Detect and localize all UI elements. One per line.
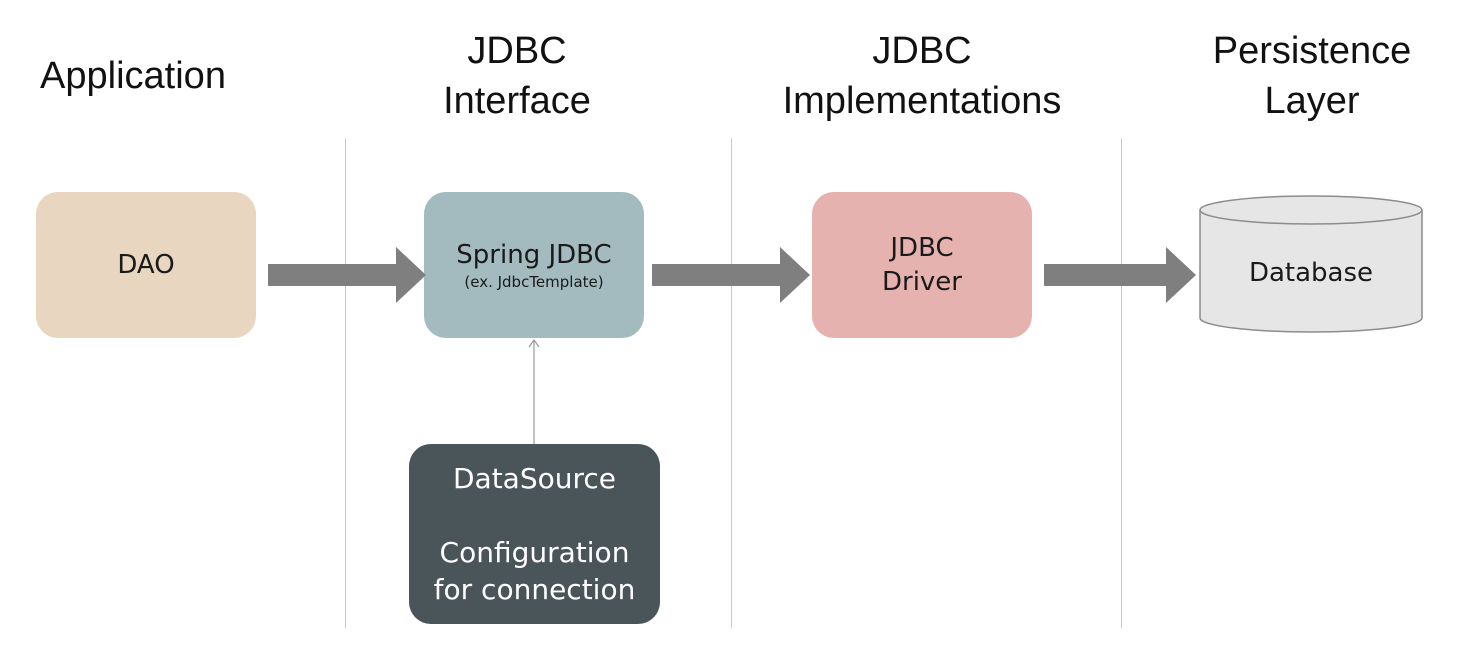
spring-jdbc-node: Spring JDBC (ex. JdbcTemplate) bbox=[424, 192, 644, 338]
dao-node: DAO bbox=[36, 192, 256, 338]
column-title-line: JDBC bbox=[872, 30, 972, 72]
column-divider bbox=[1121, 138, 1122, 628]
spring-jdbc-label: Spring JDBC bbox=[456, 240, 612, 270]
database-label: Database bbox=[1248, 258, 1374, 288]
datasource-description-line: Configuration bbox=[439, 536, 630, 569]
column-title-line: Application bbox=[40, 55, 226, 97]
column-divider bbox=[731, 138, 732, 628]
arrow-dao-to-spring-jdbc bbox=[268, 247, 426, 303]
jdbc-driver-node: JDBC Driver bbox=[812, 192, 1032, 338]
column-title-line: Implementations bbox=[782, 80, 1062, 122]
column-title-line: JDBC bbox=[467, 30, 567, 72]
database-cylinder-body bbox=[1199, 210, 1423, 333]
column-title-application: Application bbox=[20, 51, 246, 101]
dao-label: DAO bbox=[117, 250, 175, 280]
column-title-jdbc-implementations: JDBC Implementations bbox=[752, 26, 1092, 126]
datasource-connector-arrow bbox=[528, 338, 540, 448]
spring-jdbc-sublabel: (ex. JdbcTemplate) bbox=[464, 273, 604, 291]
column-title-line: Layer bbox=[1264, 80, 1360, 122]
jdbc-driver-label-line: JDBC bbox=[890, 233, 954, 263]
column-title-line: Interface bbox=[443, 80, 591, 122]
database-node bbox=[1199, 195, 1423, 333]
datasource-node: DataSource Configuration for connection bbox=[409, 444, 660, 624]
column-title-line: Persistence bbox=[1212, 30, 1412, 72]
column-divider bbox=[345, 138, 346, 628]
column-title-persistence-layer: Persistence Layer bbox=[1190, 26, 1434, 126]
arrow-spring-jdbc-to-driver bbox=[652, 247, 810, 303]
jdbc-driver-label-line: Driver bbox=[881, 267, 962, 297]
arrow-driver-to-database bbox=[1044, 247, 1196, 303]
database-cylinder-top bbox=[1199, 195, 1423, 225]
datasource-label: DataSource bbox=[452, 462, 617, 495]
datasource-description-line: for connection bbox=[433, 573, 636, 606]
column-title-jdbc-interface: JDBC Interface bbox=[400, 26, 634, 126]
